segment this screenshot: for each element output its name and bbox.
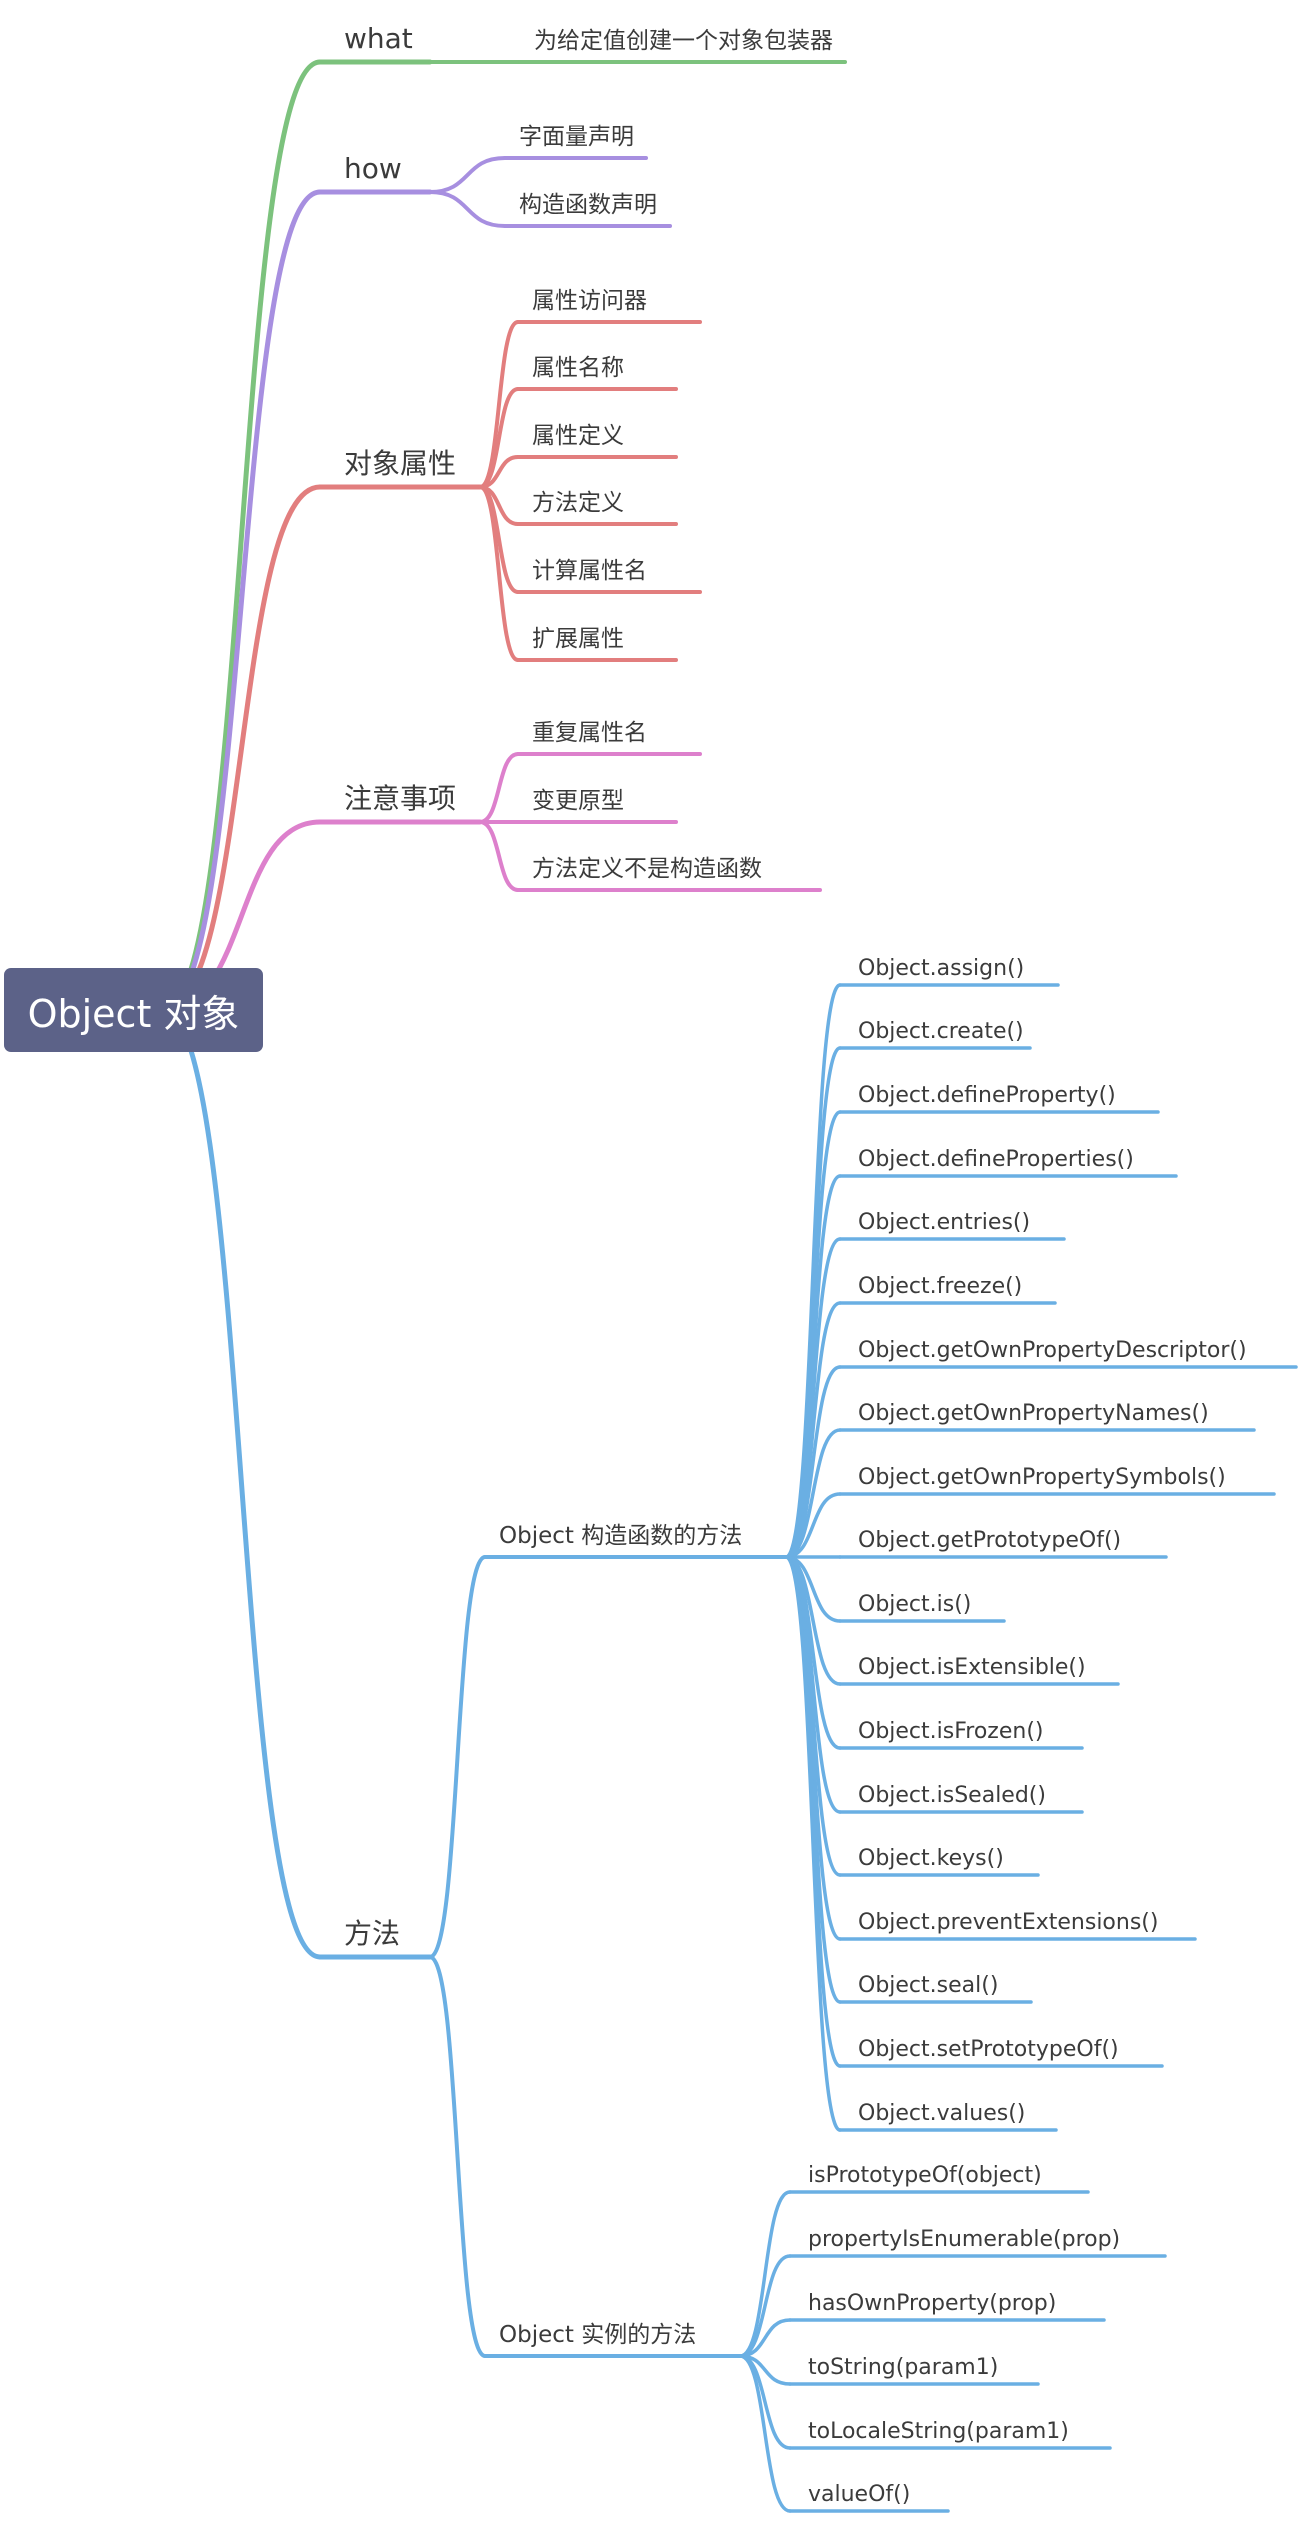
subtopic-node[interactable]: 变更原型 bbox=[532, 788, 624, 814]
leaf-node[interactable]: Object.keys() bbox=[858, 1846, 1004, 1871]
subtopic-connector bbox=[478, 752, 520, 824]
leaf-node[interactable]: Object.getOwnPropertySymbols() bbox=[858, 1465, 1226, 1490]
subtopic-connector bbox=[478, 820, 520, 892]
leaf-connector bbox=[784, 1428, 842, 1559]
leaf-node[interactable]: Object.assign() bbox=[858, 956, 1024, 981]
subtopic-node[interactable]: 方法定义 bbox=[532, 490, 624, 516]
subtopic-node[interactable]: 属性名称 bbox=[532, 355, 624, 381]
leaf-connector bbox=[738, 2354, 792, 2513]
subtopic-node[interactable]: 属性访问器 bbox=[532, 288, 647, 314]
leaf-node[interactable]: Object.isExtensible() bbox=[858, 1655, 1086, 1680]
subtopic-connector bbox=[478, 387, 520, 489]
leaf-node[interactable]: toString(param1) bbox=[808, 2355, 998, 2380]
leaf-node[interactable]: Object.seal() bbox=[858, 1973, 998, 1998]
leaf-node[interactable]: Object.setPrototypeOf() bbox=[858, 2037, 1119, 2062]
leaf-node[interactable]: Object.isFrozen() bbox=[858, 1719, 1044, 1744]
subtopic-node[interactable]: 为给定值创建一个对象包装器 bbox=[534, 28, 833, 54]
subtopic-node[interactable]: Object 实例的方法 bbox=[499, 2322, 696, 2348]
branch-connector bbox=[160, 1007, 323, 1960]
leaf-connector bbox=[784, 1492, 842, 1559]
subtopic-connector bbox=[428, 1555, 487, 1959]
subtopic-node[interactable]: 方法定义不是构造函数 bbox=[532, 856, 762, 882]
subtopic-node[interactable]: Object 构造函数的方法 bbox=[499, 1523, 742, 1549]
leaf-node[interactable]: toLocaleString(param1) bbox=[808, 2419, 1069, 2444]
leaf-connector bbox=[784, 1555, 842, 2132]
leaf-connector bbox=[738, 2190, 792, 2358]
subtopic-node[interactable]: 扩展属性 bbox=[532, 626, 624, 652]
subtopic-node[interactable]: 重复属性名 bbox=[532, 720, 647, 746]
leaf-node[interactable]: Object.getPrototypeOf() bbox=[858, 1528, 1121, 1553]
subtopic-node[interactable]: 构造函数声明 bbox=[519, 192, 657, 218]
branch-node[interactable]: 注意事项 bbox=[344, 782, 456, 815]
leaf-node[interactable]: Object.create() bbox=[858, 1019, 1024, 1044]
subtopic-connector bbox=[428, 156, 507, 194]
subtopic-connector bbox=[428, 190, 507, 228]
branch-connector bbox=[160, 59, 323, 1013]
branch-connector bbox=[160, 189, 323, 1013]
subtopic-node[interactable]: 字面量声明 bbox=[519, 124, 634, 150]
leaf-node[interactable]: Object.isSealed() bbox=[858, 1783, 1046, 1808]
leaf-node[interactable]: Object.freeze() bbox=[858, 1274, 1022, 1299]
leaf-node[interactable]: valueOf() bbox=[808, 2482, 910, 2507]
branch-node[interactable]: 对象属性 bbox=[344, 447, 456, 480]
leaf-node[interactable]: Object.values() bbox=[858, 2101, 1025, 2126]
leaf-connector bbox=[738, 2254, 792, 2358]
branch-node[interactable]: what bbox=[344, 22, 413, 55]
root-node-label: Object 对象 bbox=[27, 991, 240, 1036]
subtopic-connector bbox=[478, 485, 520, 662]
root-node[interactable]: Object 对象 bbox=[4, 968, 263, 1052]
leaf-node[interactable]: propertyIsEnumerable(prop) bbox=[808, 2227, 1120, 2252]
leaf-node[interactable]: hasOwnProperty(prop) bbox=[808, 2291, 1056, 2316]
leaf-node[interactable]: Object.preventExtensions() bbox=[858, 1910, 1158, 1935]
leaf-node[interactable]: Object.defineProperties() bbox=[858, 1147, 1134, 1172]
subtopic-connector bbox=[428, 1955, 487, 2358]
leaf-node[interactable]: Object.entries() bbox=[858, 1210, 1030, 1235]
leaf-node[interactable]: Object.getOwnPropertyNames() bbox=[858, 1401, 1209, 1426]
leaf-node[interactable]: Object.getOwnPropertyDescriptor() bbox=[858, 1338, 1247, 1363]
subtopic-node[interactable]: 属性定义 bbox=[532, 423, 624, 449]
leaf-connector bbox=[738, 2318, 792, 2358]
leaf-node[interactable]: Object.defineProperty() bbox=[858, 1083, 1116, 1108]
branch-node[interactable]: how bbox=[344, 152, 402, 185]
leaf-node[interactable]: isPrototypeOf(object) bbox=[808, 2163, 1042, 2188]
subtopic-connector bbox=[478, 320, 520, 489]
leaf-node[interactable]: Object.is() bbox=[858, 1592, 971, 1617]
branch-node[interactable]: 方法 bbox=[344, 1917, 400, 1950]
subtopic-node[interactable]: 计算属性名 bbox=[532, 558, 647, 584]
branch-connectors bbox=[160, 59, 1298, 2513]
